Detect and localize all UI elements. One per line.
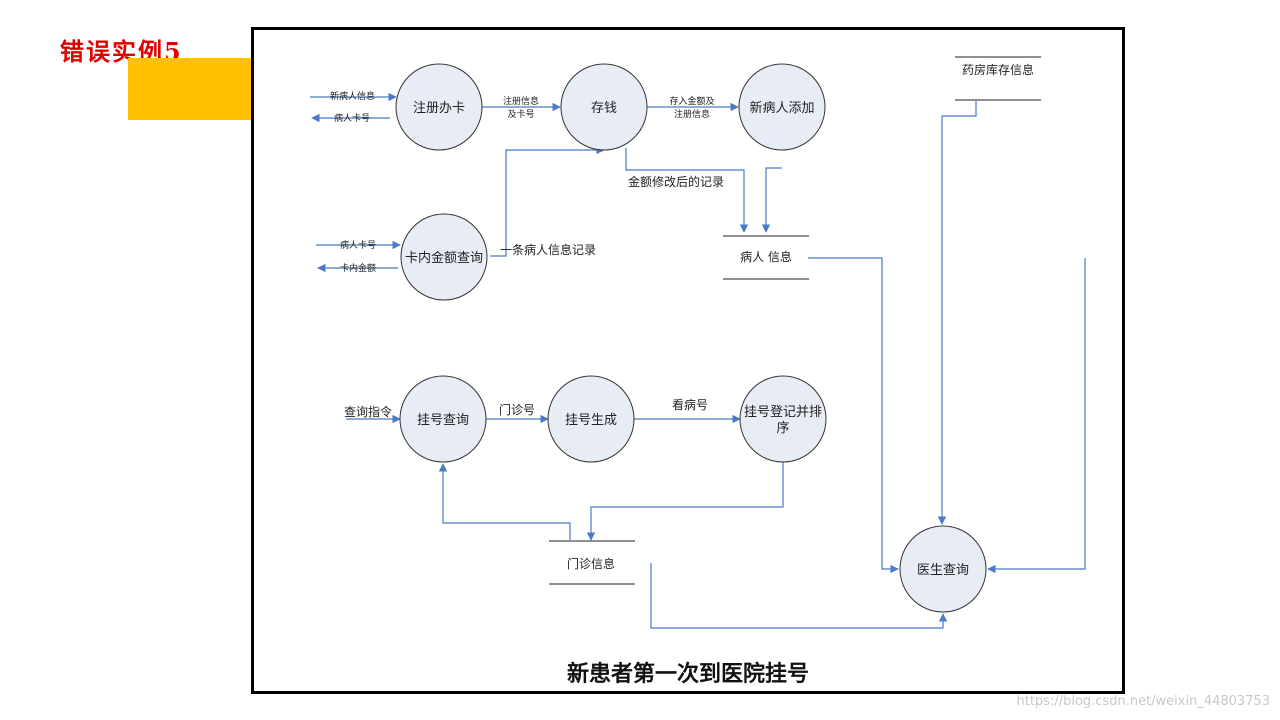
process-reg-record: 挂号登记并排 序 (739, 375, 827, 463)
flow-pharmacy-to-doctor (937, 101, 977, 525)
flow-patient-to-doctor (808, 257, 899, 574)
label-reg-info-line1: 注册信息 (503, 95, 539, 107)
label-patient-card-out: 病人卡号 (334, 112, 370, 124)
label-patient-card-in: 病人卡号 (340, 239, 376, 251)
label-clinic-number: 门诊号 (499, 402, 535, 417)
label-query-command: 查询指令 (344, 404, 392, 419)
label-card-balance: 卡内金额 (340, 262, 376, 274)
flow-record-to-clinic (586, 462, 784, 541)
process-doctor-query: 医生查询 (899, 525, 987, 613)
process-add-patient: 新病人添加 (738, 63, 826, 151)
store-label: 药房库存信息 (962, 62, 1034, 77)
label-one-patient-record: 一条病人信息记录 (500, 242, 596, 257)
store-pharmacy: 药房库存信息 (955, 56, 1041, 101)
label-reg-info-line2: 及卡号 (507, 108, 534, 120)
process-label: 注册办卡 (413, 101, 465, 116)
store-patient-info: 病人 信息 (723, 235, 809, 280)
process-deposit: 存钱 (560, 63, 648, 151)
process-label: 新病人添加 (749, 100, 814, 116)
watermark: https://blog.csdn.net/weixin_44803753 (1016, 694, 1270, 709)
process-label: 卡内金额查询 (405, 250, 483, 266)
process-reg-generate: 挂号生成 (547, 375, 635, 463)
store-label: 门诊信息 (567, 556, 615, 571)
process-label: 挂号查询 (417, 413, 469, 428)
label-deposit-amount-line2: 注册信息 (674, 108, 710, 120)
flow-clinic-to-query (438, 463, 571, 540)
process-label: 挂号生成 (565, 413, 617, 428)
flow-right-to-doctor (987, 258, 1086, 574)
process-reg-query: 挂号查询 (399, 375, 487, 463)
flow-labels: 新病人信息 病人卡号 注册信息 及卡号 存入金额及 注册信息 金额修改后的记录 … (330, 90, 724, 419)
flows (310, 92, 1086, 629)
store-label: 病人 信息 (740, 249, 792, 264)
label-new-patient-info: 新病人信息 (330, 90, 375, 102)
process-label: 存钱 (591, 101, 617, 116)
flow-one-patient-record (490, 145, 605, 257)
flow-add-to-patient-info (761, 167, 782, 233)
process-balance-query: 卡内金额查询 (400, 213, 488, 301)
flow-amount-modified (625, 148, 749, 233)
label-amount-modified: 金额修改后的记录 (628, 174, 724, 189)
store-clinic-info: 门诊信息 (549, 540, 635, 585)
flow-clinic-to-doctor (650, 563, 948, 629)
label-visit-number: 看病号 (672, 397, 708, 412)
process-label-line1: 挂号登记并排 (744, 405, 822, 420)
process-label-line2: 序 (776, 421, 789, 436)
process-register-card: 注册办卡 (395, 63, 483, 151)
diagram-caption: 新患者第一次到医院挂号 (566, 662, 809, 687)
label-deposit-amount-line1: 存入金额及 (669, 95, 714, 107)
process-label: 医生查询 (917, 563, 969, 578)
